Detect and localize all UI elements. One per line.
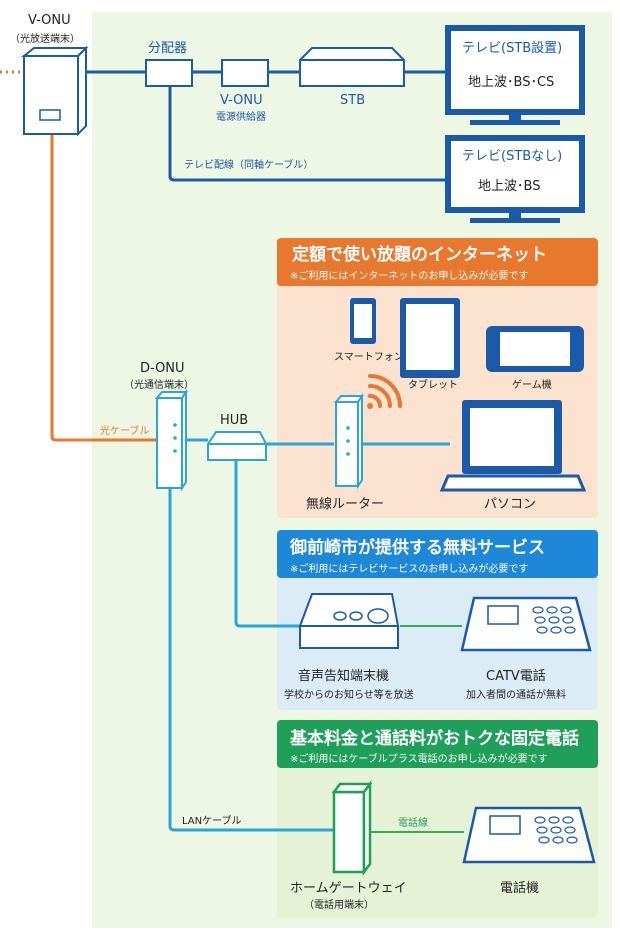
home-gateway-device: [331, 780, 373, 876]
free-title: 御前崎市が提供する無料サービス: [289, 537, 545, 558]
lan-cable-label: LANケーブル: [182, 814, 242, 827]
game-console-icon: [486, 326, 584, 372]
tablet-icon: [400, 298, 460, 378]
stb-device: [299, 47, 405, 87]
wifi-icon: [367, 374, 402, 409]
tv-with-stb: [445, 25, 585, 125]
tv-cable-label: テレビ配線（同軸ケーブル）: [184, 158, 313, 171]
smartphone-label: スマートフォン: [334, 352, 404, 363]
pc-icon: [439, 400, 587, 492]
game-label: ゲーム機: [512, 378, 552, 391]
donu-label: D-ONU: [140, 361, 185, 376]
vonu-label: V-ONU: [28, 13, 71, 28]
audio-terminal-device: [299, 593, 399, 649]
gateway-sublabel: （電話用端末）: [304, 898, 374, 911]
phone-line-label: 電話線: [398, 816, 428, 829]
audio-label: 音声告知端末機: [298, 668, 389, 684]
tv2-title: テレビ(STBなし): [462, 149, 562, 164]
hub-label: HUB: [220, 413, 248, 428]
phone-label: 電話機: [500, 880, 539, 896]
fiber-cable: [50, 135, 157, 442]
telephone-device: [462, 806, 596, 864]
donu-device: [154, 388, 188, 492]
tv2-channels: 地上波･BS: [478, 179, 540, 194]
vonu-device: [21, 45, 89, 137]
splitter-device: [145, 59, 193, 87]
lan-cable: [168, 488, 334, 832]
tv1-title: テレビ(STB設置): [462, 40, 562, 56]
vonu-power-device: [221, 59, 269, 87]
catv-phone-label: CATV電話: [486, 668, 546, 684]
hub-device: [207, 431, 267, 461]
phone-title: 基本料金と通話料がおトクな固定電話: [289, 728, 579, 749]
tablet-label: タブレット: [408, 378, 458, 391]
fiber-label: 光ケーブル: [100, 424, 149, 437]
catv-phone-device: [460, 596, 592, 652]
vonu-sublabel: （光放送端末）: [10, 32, 80, 45]
vonu-power-sublabel: 電源供給器: [216, 110, 266, 123]
catv-phone-sublabel: 加入者間の通話が無料: [466, 688, 566, 701]
free-note: ※ご利用にはテレビサービスのお申し込みが必要です: [290, 562, 528, 575]
lan-to-audio: [234, 456, 300, 628]
stb-label: STB: [340, 93, 365, 108]
vonu-power-label: V-ONU: [220, 93, 263, 108]
section-free-service: [277, 530, 598, 710]
router-device: [333, 392, 364, 490]
tv-coax-branch: [168, 86, 448, 182]
splitter-label: 分配器: [148, 41, 187, 56]
smartphone-icon: [350, 298, 376, 344]
tv1-channels: 地上波･BS･CS: [468, 75, 554, 90]
internet-title: 定額で使い放題のインターネット: [292, 244, 547, 265]
internet-note: ※ご利用にはインターネットのお申し込みが必要です: [290, 269, 528, 282]
router-label: 無線ルーター: [306, 496, 384, 512]
pc-label: パソコン: [484, 497, 536, 512]
tv-without-stb: [445, 135, 585, 223]
audio-sublabel: 学校からのお知らせ等を放送: [284, 688, 414, 701]
gateway-label: ホームゲートウェイ: [290, 881, 407, 896]
donu-sublabel: （光通信端末）: [124, 378, 194, 391]
phone-note: ※ご利用にはケーブルプラス電話のお申し込みが必要です: [290, 752, 548, 765]
